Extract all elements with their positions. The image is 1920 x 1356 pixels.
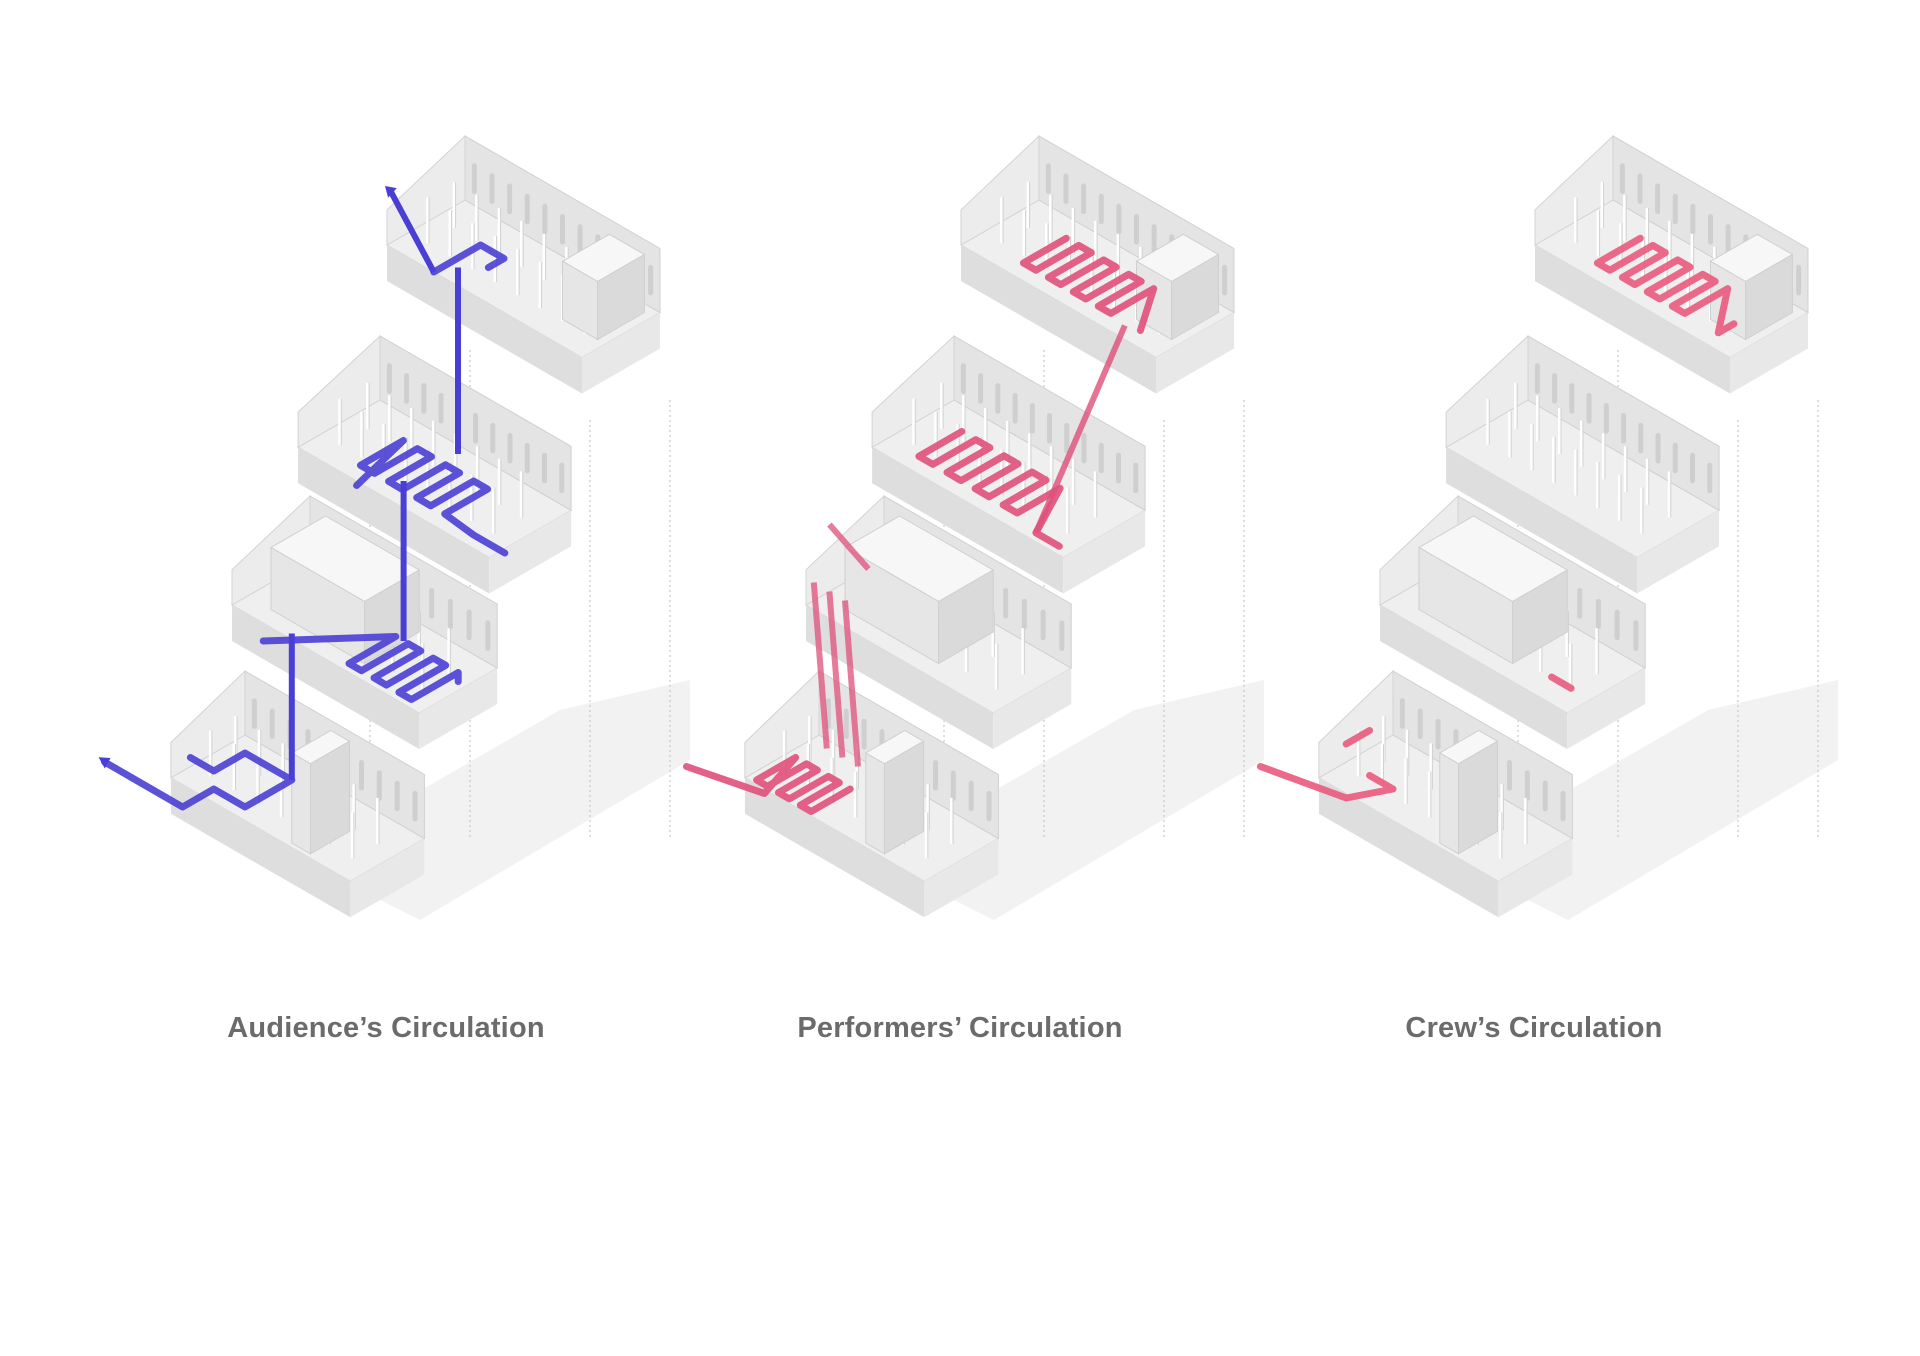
third-floor: [1445, 334, 1721, 594]
end-wall: [1318, 669, 1394, 779]
floor-slab-front-edge: [1446, 447, 1638, 594]
end-wall: [297, 334, 381, 449]
room-box-side: [310, 740, 350, 855]
route-top: [1593, 234, 1738, 337]
route-second: [259, 633, 462, 703]
floor-slab-front-edge: [961, 245, 1156, 394]
route-ground-stage: [1342, 727, 1374, 748]
room-box-side: [1171, 253, 1219, 341]
room-box-side: [938, 569, 994, 665]
floor-slab-front-edge: [744, 777, 925, 918]
audience-axonometric: [98, 134, 690, 920]
route-exit: [387, 188, 437, 274]
caption-crew-circulation: Crew’s Circulation: [1405, 1012, 1663, 1044]
route-riser: [1033, 324, 1128, 534]
route-riser: [826, 591, 846, 758]
caption-audience-circulation: Audience’s Circulation: [227, 1012, 545, 1044]
end-wall: [744, 669, 820, 779]
floor-slab-front-edge: [872, 447, 1064, 594]
room-box-side: [884, 740, 924, 855]
floor-slab-side-edge: [924, 838, 999, 918]
route-riser: [842, 600, 861, 767]
floor-slab-front-edge: [1535, 245, 1730, 394]
end-wall: [960, 134, 1040, 246]
floor-slab-front-edge: [806, 605, 994, 749]
route-second: [1548, 673, 1575, 692]
exit-arrow-icon: [385, 186, 397, 198]
floor-slab-side-edge: [1063, 510, 1146, 594]
floor-slab-front-edge: [1380, 605, 1568, 749]
crew-axonometric: [1256, 134, 1838, 920]
floor-slab-side-edge: [419, 668, 498, 749]
second-floor: [1378, 494, 1647, 749]
floor-slab-side-edge: [993, 668, 1072, 749]
floor-slab-side-edge: [350, 838, 425, 918]
floor-slab-front-edge: [170, 777, 351, 918]
route-stair: [827, 522, 871, 571]
floor-slab-side-edge: [1637, 510, 1720, 594]
floor-slab-side-edge: [1567, 668, 1646, 749]
floor-slab-front-edge: [298, 447, 490, 594]
route-top: [430, 241, 508, 276]
floor-slab-side-edge: [582, 312, 660, 394]
floor-slab-side-edge: [489, 510, 572, 594]
floor-slab-side-edge: [1156, 312, 1234, 394]
room-box-side: [1512, 569, 1568, 665]
third-floor: [297, 334, 573, 594]
route-ground: [1256, 763, 1397, 802]
end-wall: [1534, 134, 1614, 246]
room-box-front: [1439, 752, 1459, 855]
end-wall: [871, 334, 955, 449]
route-third: [915, 428, 1064, 550]
route-ground: [101, 749, 296, 811]
room-box-side: [1745, 253, 1793, 341]
entry-arrow-icon: [98, 757, 111, 769]
route-top: [1019, 234, 1158, 334]
floor-slab-side-edge: [1730, 312, 1808, 394]
room-box-front: [865, 752, 885, 855]
top-floor: [1533, 134, 1810, 394]
floor-slab-front-edge: [387, 245, 582, 394]
ground-floor: [1317, 669, 1574, 918]
caption-performers-circulation: Performers’ Circulation: [797, 1012, 1123, 1044]
route-riser: [810, 582, 830, 749]
performers-axonometric: [682, 134, 1264, 920]
second-floor: [804, 494, 1073, 749]
floor-slab-side-edge: [1498, 838, 1573, 918]
room-box-side: [1458, 740, 1498, 855]
room-box-side: [597, 253, 645, 341]
floor-slab-front-edge: [1318, 777, 1499, 918]
end-wall: [1445, 334, 1529, 449]
route-third: [353, 437, 509, 557]
route-ground: [682, 754, 854, 815]
top-floor: [959, 134, 1236, 394]
